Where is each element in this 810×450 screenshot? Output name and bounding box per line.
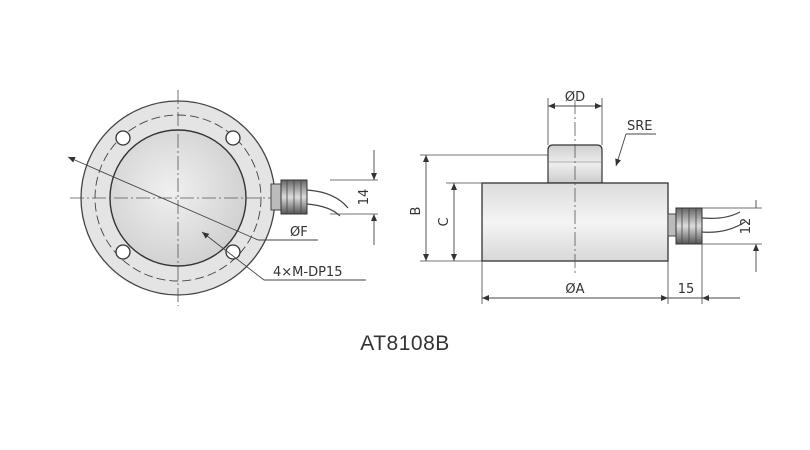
dim-b-label: B — [409, 207, 424, 216]
top-view: 14 ØF 4×M-DP15 — [67, 90, 378, 306]
dim-15-label: 15 — [678, 282, 695, 297]
holes-leader — [201, 231, 265, 281]
dim-12-label: 12 — [739, 218, 754, 235]
phi-d-label: ØD — [565, 90, 585, 105]
dim-14-label: 14 — [357, 189, 372, 206]
bolt-hole — [225, 244, 241, 260]
cable-side — [701, 211, 746, 233]
side-view: ØD SRE B C ØA 15 12 — [409, 90, 762, 304]
model-title: AT8108B — [360, 332, 450, 355]
connector-side-base — [667, 213, 677, 237]
bolt-hole — [115, 130, 131, 146]
cable — [306, 189, 349, 217]
phi-f-line — [67, 156, 259, 241]
bolt-hole — [225, 130, 241, 146]
connector-base — [270, 183, 282, 211]
bolt-hole — [115, 244, 131, 260]
holes-label: 4×M-DP15 — [273, 265, 342, 280]
dim-c-label: C — [437, 217, 452, 226]
phi-a-label: ØA — [565, 282, 584, 297]
sre-label: SRE — [627, 119, 653, 134]
load-cap — [547, 144, 603, 184]
sre-leader — [615, 133, 627, 167]
bolt-holes — [115, 130, 241, 260]
phi-f-label: ØF — [290, 225, 308, 240]
